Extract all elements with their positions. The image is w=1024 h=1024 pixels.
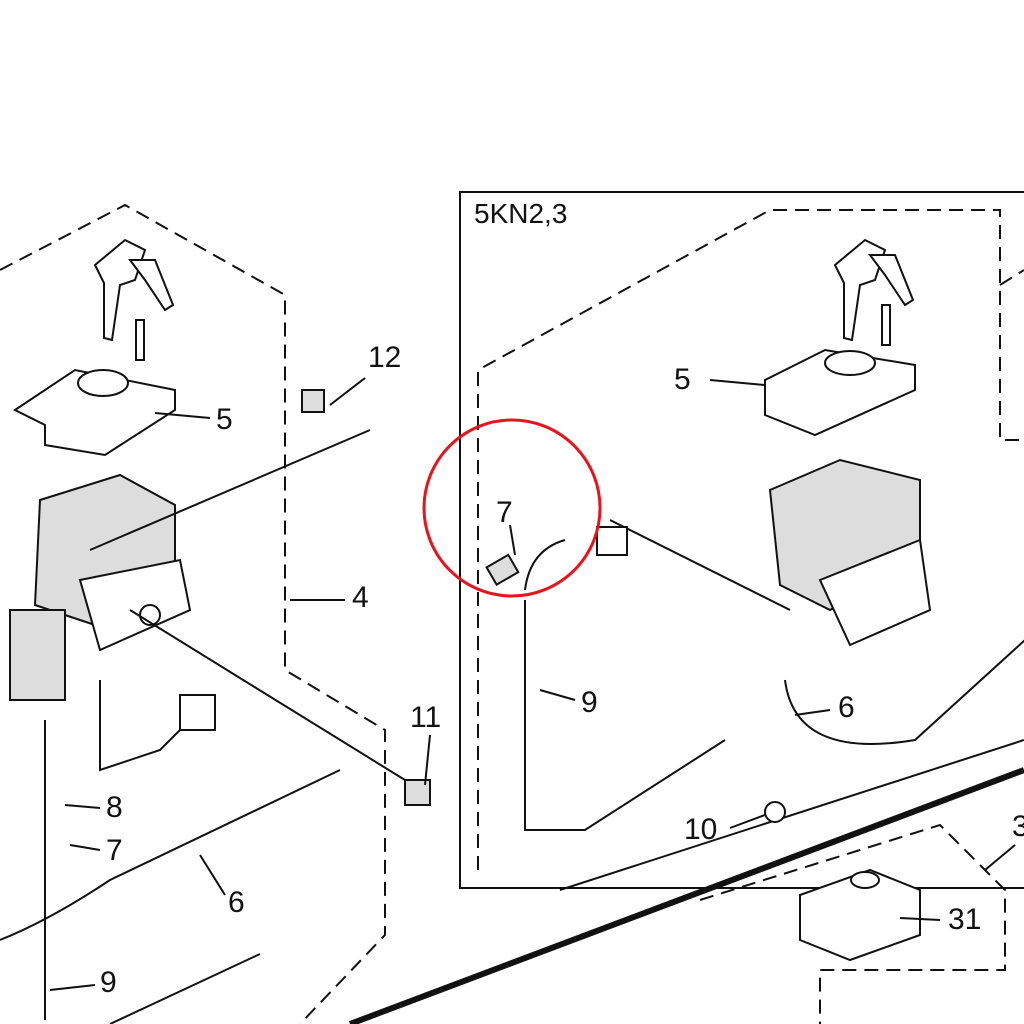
left-assembly-outline	[0, 203, 386, 1024]
inset-callout-6: 6	[838, 691, 855, 724]
callout-11: 11	[410, 701, 442, 734]
key-icon	[93, 238, 175, 342]
callout-3: 3	[1012, 810, 1024, 843]
callout-5: 5	[216, 403, 233, 436]
callout-9: 9	[100, 966, 117, 999]
grommet	[799, 868, 921, 962]
inset-assembly-outline	[477, 209, 1024, 870]
key-icon	[833, 238, 915, 342]
inset-callout-5: 5	[674, 363, 691, 396]
inset-title: 5KN2,3	[474, 198, 568, 229]
cover-plate-inset	[764, 348, 916, 437]
callout-7: 7	[106, 834, 123, 867]
callout-4: 4	[352, 581, 369, 614]
section-divider-line	[348, 767, 1024, 1024]
callout-31: 31	[948, 903, 982, 936]
inset-callout-7: 7	[496, 496, 513, 529]
callout-6: 6	[228, 886, 245, 919]
highlight-circle	[422, 418, 602, 598]
callout-12: 12	[368, 341, 402, 374]
inset-box	[459, 191, 1024, 889]
callout-8: 8	[106, 791, 123, 824]
inset-callout-10: 10	[684, 813, 718, 846]
inset-callout-9: 9	[581, 686, 598, 719]
